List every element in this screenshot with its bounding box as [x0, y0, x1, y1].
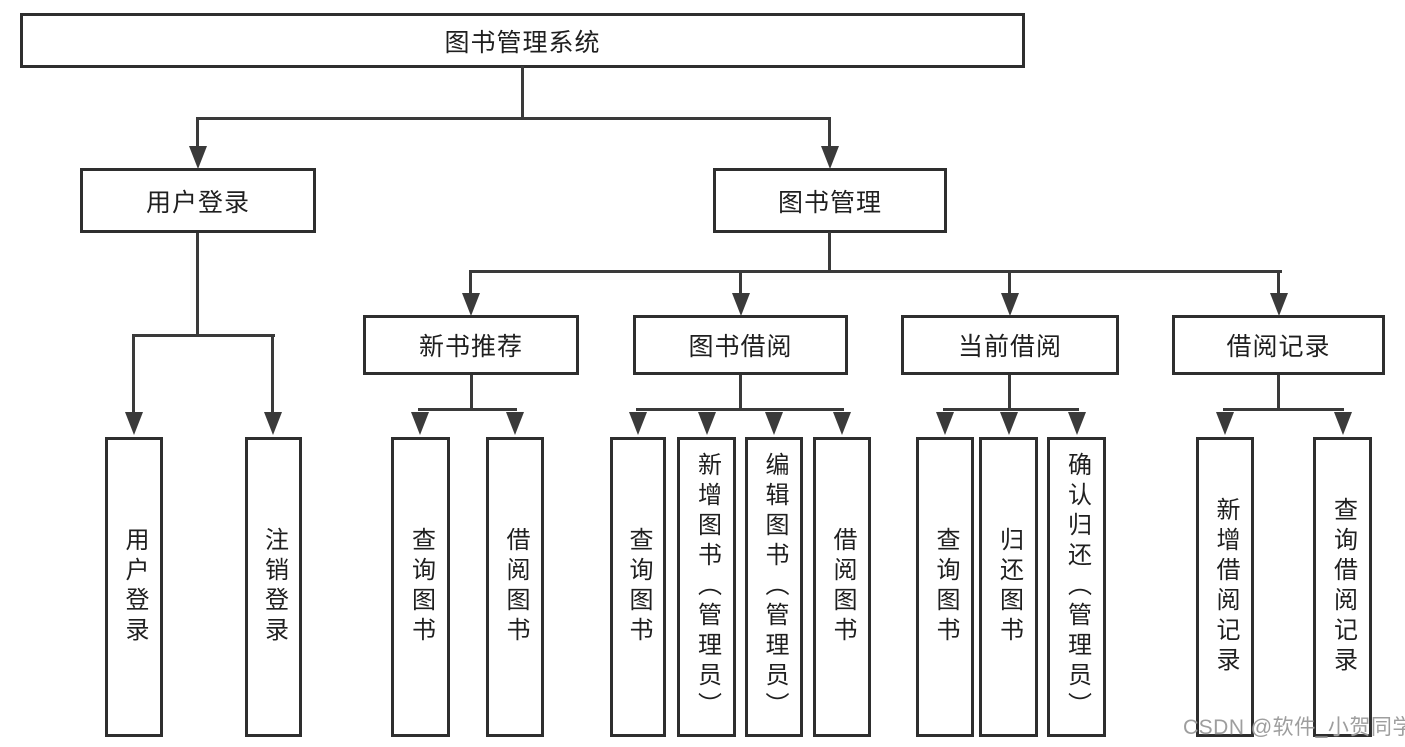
arrow-down-icon [732, 293, 750, 316]
connector-line [943, 408, 1079, 411]
leaf-query-borrow-record-label: 查询借阅记录 [1329, 497, 1357, 677]
connector-line [1277, 375, 1280, 411]
connector-line [132, 334, 275, 337]
leaf-query-books-borrowing-label: 查询图书 [625, 527, 652, 647]
leaf-add-borrow-record: 新增借阅记录 [1196, 437, 1254, 737]
arrow-down-icon [1000, 412, 1018, 435]
leaf-edit-books-admin-label: 编辑图书（管理员） [761, 452, 788, 722]
arrow-down-icon [936, 412, 954, 435]
node-root-label: 图书管理系统 [444, 28, 601, 57]
connector-line [469, 270, 1282, 273]
arrow-down-icon [833, 412, 851, 435]
leaf-return-books-label: 归还图书 [995, 527, 1023, 647]
node-book-management: 图书管理 [713, 168, 947, 233]
connector-line [739, 375, 742, 411]
node-book-borrowing-label: 图书借阅 [688, 333, 793, 361]
arrow-down-icon [1216, 412, 1234, 435]
connector-line [521, 66, 524, 120]
connector-line [1223, 408, 1344, 411]
leaf-confirm-return-admin: 确认归还（管理员） [1047, 437, 1106, 737]
node-user-login-label: 用户登录 [145, 188, 250, 217]
arrow-down-icon [821, 146, 839, 169]
arrow-down-icon [629, 412, 647, 435]
connector-line [196, 117, 199, 148]
leaf-query-books-current-label: 查询图书 [932, 527, 959, 647]
node-current-borrowing: 当前借阅 [901, 315, 1119, 375]
connector-line [418, 408, 517, 411]
csdn-watermark: CSDN @软件_小贺同学 [1183, 716, 1405, 739]
connector-line [469, 270, 472, 295]
arrow-down-icon [1334, 412, 1352, 435]
leaf-query-books-borrowing: 查询图书 [610, 437, 666, 737]
node-new-book-recommend-label: 新书推荐 [418, 333, 523, 361]
connector-line [1008, 270, 1011, 295]
node-current-borrowing-label: 当前借阅 [957, 333, 1062, 361]
connector-line [739, 270, 742, 295]
leaf-add-books-admin-label: 新增图书（管理员） [693, 452, 721, 722]
arrow-down-icon [506, 412, 524, 435]
arrow-down-icon [264, 412, 282, 435]
connector-line [636, 408, 844, 411]
arrow-down-icon [411, 412, 429, 435]
arrow-down-icon [1068, 412, 1086, 435]
leaf-add-books-admin: 新增图书（管理员） [677, 437, 736, 737]
leaf-add-borrow-record-label: 新增借阅记录 [1212, 497, 1239, 677]
node-new-book-recommend: 新书推荐 [363, 315, 579, 375]
node-root: 图书管理系统 [20, 13, 1025, 68]
arrow-down-icon [765, 412, 783, 435]
arrow-down-icon [1001, 293, 1019, 316]
node-book-management-label: 图书管理 [777, 188, 882, 217]
leaf-borrow-books-recommend: 借阅图书 [486, 437, 544, 737]
leaf-logout: 注销登录 [245, 437, 302, 737]
connector-line [828, 232, 831, 273]
connector-line [271, 334, 274, 413]
node-user-login: 用户登录 [80, 168, 316, 233]
node-borrowing-records: 借阅记录 [1172, 315, 1385, 375]
leaf-query-books-recommend: 查询图书 [391, 437, 450, 737]
connector-line [196, 117, 831, 120]
leaf-confirm-return-admin-label: 确认归还（管理员） [1063, 452, 1091, 722]
connector-line [470, 375, 473, 411]
arrow-down-icon [125, 412, 143, 435]
arrow-down-icon [1270, 293, 1288, 316]
leaf-logout-label: 注销登录 [260, 527, 288, 647]
arrow-down-icon [462, 293, 480, 316]
leaf-query-books-current: 查询图书 [916, 437, 974, 737]
node-book-borrowing: 图书借阅 [633, 315, 848, 375]
connector-line [196, 233, 199, 337]
connector-line [1277, 270, 1280, 295]
connector-line [1008, 375, 1011, 411]
leaf-user-login: 用户登录 [105, 437, 163, 737]
leaf-borrow-books: 借阅图书 [813, 437, 871, 737]
connector-line [132, 334, 135, 413]
leaf-user-login-label: 用户登录 [121, 527, 148, 647]
leaf-borrow-books-recommend-label: 借阅图书 [502, 527, 529, 647]
leaf-edit-books-admin: 编辑图书（管理员） [745, 437, 803, 737]
leaf-query-books-recommend-label: 查询图书 [407, 527, 435, 647]
leaf-query-borrow-record: 查询借阅记录 [1313, 437, 1372, 737]
connector-line [828, 117, 831, 148]
leaf-borrow-books-label: 借阅图书 [829, 527, 856, 647]
arrow-down-icon [189, 146, 207, 169]
arrow-down-icon [698, 412, 716, 435]
node-borrowing-records-label: 借阅记录 [1226, 333, 1331, 361]
leaf-return-books: 归还图书 [979, 437, 1038, 737]
